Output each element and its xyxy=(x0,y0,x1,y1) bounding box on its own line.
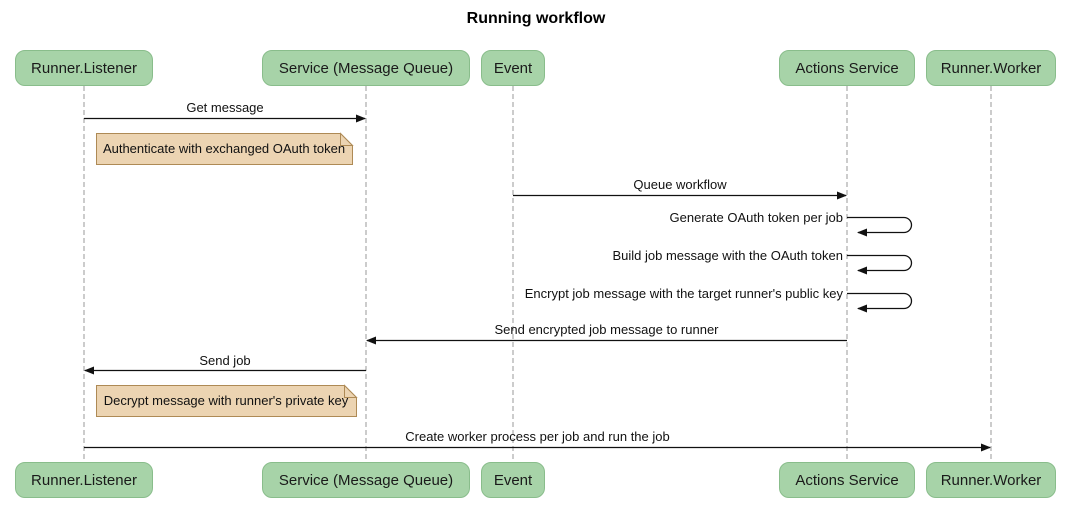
actor-label: Event xyxy=(493,471,533,489)
actor-label: Service (Message Queue) xyxy=(278,471,454,489)
message-label-send-job: Send job xyxy=(199,353,251,368)
actor-bottom-runner-listener: Runner.Listener xyxy=(15,462,153,498)
actor-label: Runner.Listener xyxy=(31,59,137,77)
self-arrow-generate-oauth-token xyxy=(847,216,913,237)
actor-top-runner-listener: Runner.Listener xyxy=(15,50,153,86)
actor-top-service-message-queue: Service (Message Queue) xyxy=(262,50,470,86)
actor-label: Actions Service xyxy=(795,471,899,489)
actor-top-event: Event xyxy=(481,50,545,86)
actor-label: Actions Service xyxy=(795,59,899,77)
note-decrypt-message: Decrypt message with runner's private ke… xyxy=(103,393,349,408)
actor-top-actions-service: Actions Service xyxy=(779,50,915,86)
actor-label: Service (Message Queue) xyxy=(278,59,454,77)
note-shape-decrypt xyxy=(96,385,357,417)
message-label-generate-oauth-token: Generate OAuth token per job xyxy=(669,210,843,225)
diagram-title: Running workflow xyxy=(466,10,606,27)
message-label-send-encrypted-message: Send encrypted job message to runner xyxy=(494,322,719,337)
message-label-get-message: Get message xyxy=(186,100,264,115)
actor-top-runner-worker: Runner.Worker xyxy=(926,50,1056,86)
actor-label: Runner.Worker xyxy=(940,59,1042,77)
message-label-create-worker-process: Create worker process per job and run th… xyxy=(405,429,670,444)
message-label-encrypt-job-message: Encrypt job message with the target runn… xyxy=(524,286,843,301)
actor-label: Runner.Worker xyxy=(940,471,1042,489)
actor-bottom-runner-worker: Runner.Worker xyxy=(926,462,1056,498)
note-shape-authenticate xyxy=(96,133,353,165)
actor-label: Event xyxy=(493,59,533,77)
actor-bottom-actions-service: Actions Service xyxy=(779,462,915,498)
note-authenticate-oauth: Authenticate with exchanged OAuth token xyxy=(102,141,346,156)
actor-label: Runner.Listener xyxy=(31,471,137,489)
note-fold-icon xyxy=(340,132,354,146)
message-label-build-job-message: Build job message with the OAuth token xyxy=(612,248,843,263)
actor-bottom-service-message-queue: Service (Message Queue) xyxy=(262,462,470,498)
note-fold-icon xyxy=(344,384,358,398)
self-arrow-build-job-message xyxy=(847,254,913,275)
message-label-queue-workflow: Queue workflow xyxy=(633,177,727,192)
self-arrow-encrypt-job-message xyxy=(847,292,913,313)
actor-bottom-event: Event xyxy=(481,462,545,498)
